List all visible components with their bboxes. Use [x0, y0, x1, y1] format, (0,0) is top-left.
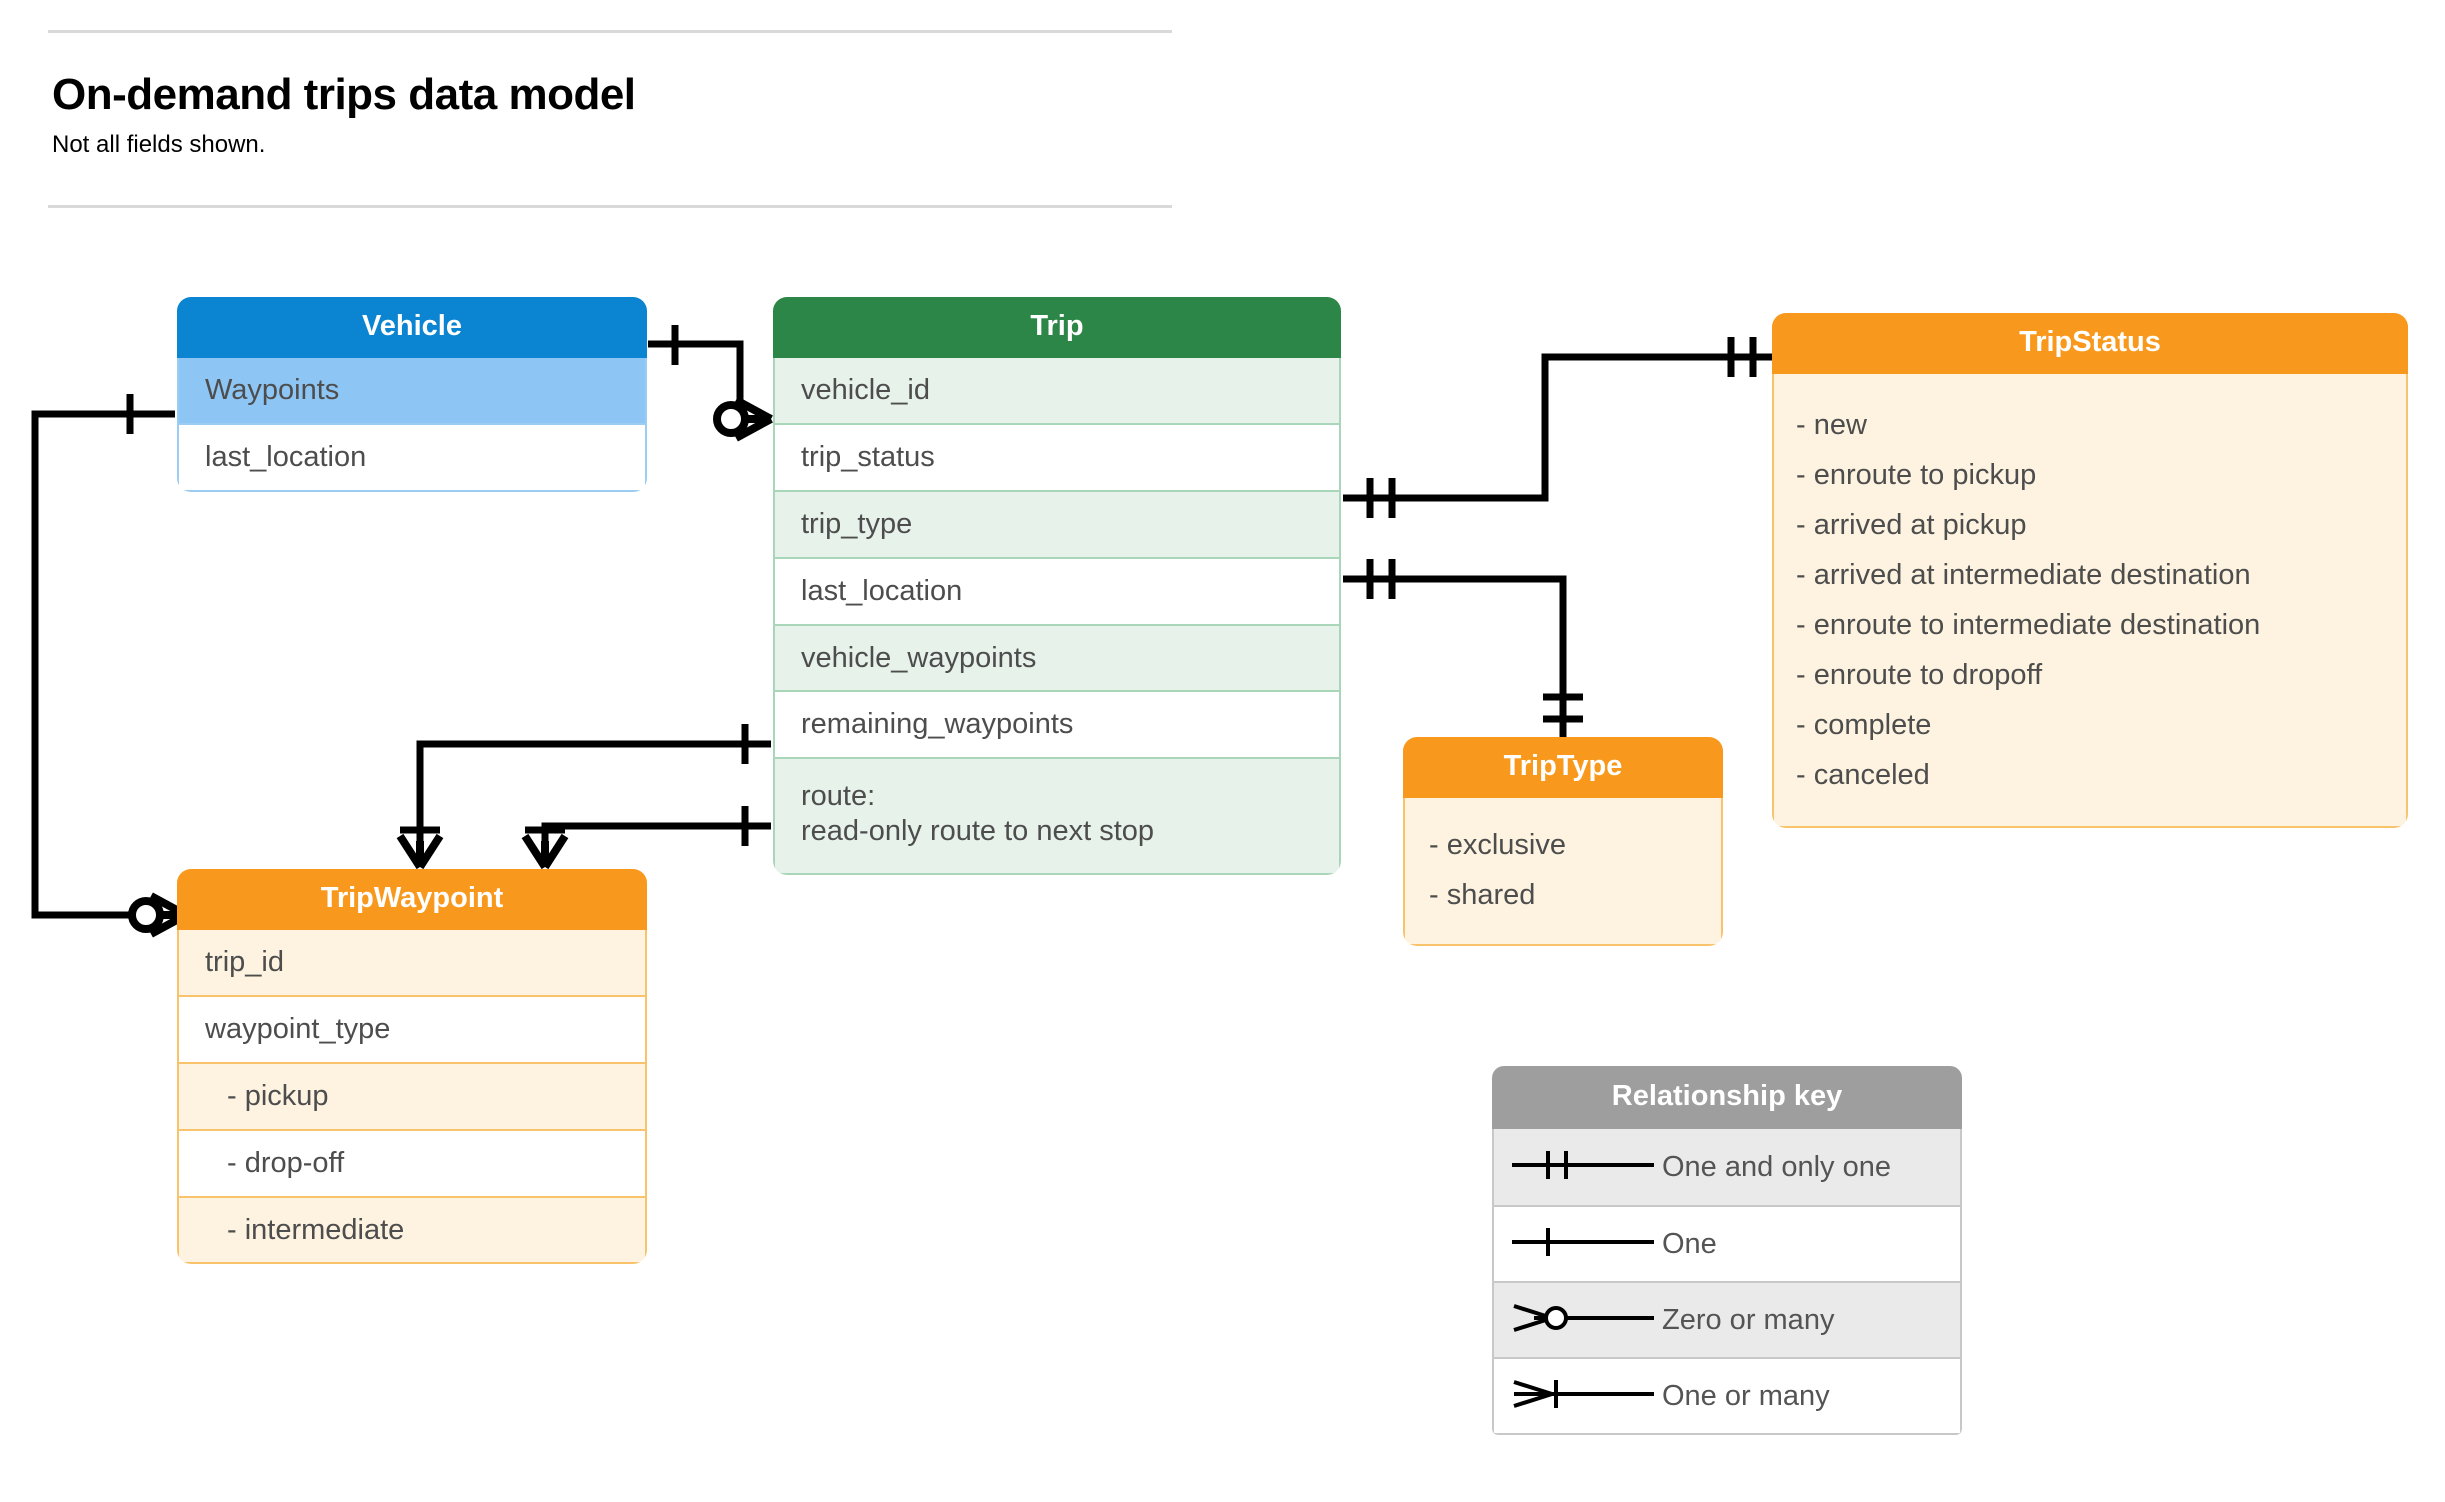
entity-trip[interactable]: Trip vehicle_id trip_status trip_type la… — [773, 297, 1341, 875]
field-tripwaypoint-trip-id[interactable]: trip_id — [179, 930, 645, 996]
waypoint-type-drop-off: - drop-off — [179, 1128, 645, 1196]
tripstatus-value: - enroute to dropoff — [1796, 659, 2043, 692]
entity-tripwaypoint-title: TripWaypoint — [177, 869, 647, 931]
entity-tripstatus-title: TripStatus — [1772, 313, 2408, 375]
entity-trip-body: vehicle_id trip_status trip_type last_lo… — [773, 358, 1341, 875]
tripstatus-value: - canceled — [1796, 759, 1930, 792]
tripstatus-value: - complete — [1796, 709, 1932, 742]
legend-item-one-and-only-one: One and only one — [1494, 1129, 1960, 1205]
legend-label: Zero or many — [1662, 1303, 1835, 1336]
page-subtitle: Not all fields shown. — [52, 131, 266, 159]
tripstatus-value: - enroute to pickup — [1796, 459, 2037, 492]
field-trip-vehicle-waypoints[interactable]: vehicle_waypoints — [775, 623, 1339, 691]
field-vehicle-waypoints[interactable]: Waypoints — [179, 358, 645, 424]
field-trip-vehicle-id[interactable]: vehicle_id — [775, 358, 1339, 424]
line-trip-type — [1343, 575, 1567, 737]
header-divider-bottom — [48, 205, 1172, 208]
legend-item-one-or-many: One or many — [1494, 1357, 1960, 1433]
entity-tripstatus-body: - new - enroute to pickup - arrived at p… — [1772, 374, 2408, 829]
field-trip-route-label: route: — [801, 780, 876, 813]
field-trip-trip-status[interactable]: trip_status — [775, 423, 1339, 490]
entity-tripwaypoint-body: trip_id waypoint_type - pickup - drop-of… — [177, 930, 647, 1265]
zero-or-many-icon — [1494, 1298, 1662, 1343]
waypoint-type-intermediate: - intermediate — [179, 1195, 645, 1263]
entity-tripwaypoint[interactable]: TripWaypoint trip_id waypoint_type - pic… — [177, 869, 647, 1265]
legend-item-zero-or-many: Zero or many — [1494, 1281, 1960, 1357]
triptype-value: - exclusive — [1429, 829, 1566, 862]
entity-vehicle[interactable]: Vehicle Waypoints last_location — [177, 297, 647, 492]
line-vehicle-waypoints-to-tripwaypoint — [31, 410, 175, 919]
one-and-only-one-icon — [1494, 1145, 1662, 1190]
legend-label: One — [1662, 1227, 1717, 1260]
legend-title: Relationship key — [1492, 1066, 1962, 1129]
field-tripwaypoint-waypoint-type[interactable]: waypoint_type — [179, 995, 645, 1062]
document-header: On-demand trips data model Not all field… — [48, 30, 1172, 160]
field-trip-trip-type[interactable]: trip_type — [775, 489, 1339, 557]
line-vehicle-to-trip — [648, 340, 744, 419]
entity-trip-title: Trip — [773, 297, 1341, 359]
one-or-many-icon — [1494, 1374, 1662, 1419]
header-divider-top — [48, 30, 1172, 33]
tripstatus-value: - arrived at pickup — [1796, 509, 2027, 542]
tripstatus-value: - arrived at intermediate destination — [1796, 559, 2251, 592]
field-trip-last-location[interactable]: last_location — [775, 556, 1339, 624]
line-vehicle-waypoints-row — [416, 740, 771, 865]
legend-label: One or many — [1662, 1379, 1830, 1412]
field-trip-route-detail: read-only route to next stop — [801, 814, 1155, 847]
legend-body: One and only one One — [1492, 1129, 1962, 1435]
waypoint-type-pickup: - pickup — [179, 1061, 645, 1129]
entity-triptype[interactable]: TripType - exclusive - shared — [1403, 737, 1723, 947]
entity-triptype-title: TripType — [1403, 737, 1723, 799]
entity-vehicle-title: Vehicle — [177, 297, 647, 359]
legend-label: One and only one — [1662, 1150, 1891, 1183]
entity-triptype-body: - exclusive - shared — [1403, 798, 1723, 947]
entity-vehicle-body: Waypoints last_location — [177, 358, 647, 492]
field-vehicle-last-location[interactable]: last_location — [179, 423, 645, 490]
field-trip-route[interactable]: route: read-only route to next stop — [775, 757, 1339, 873]
relationship-key-legend: Relationship key One and only one — [1492, 1066, 1962, 1435]
field-trip-remaining-waypoints[interactable]: remaining_waypoints — [775, 690, 1339, 758]
tripstatus-value: - new — [1796, 409, 1867, 442]
one-icon — [1494, 1222, 1662, 1267]
page-title: On-demand trips data model — [52, 70, 636, 119]
triptype-value: - shared — [1429, 879, 1536, 912]
line-remaining-waypoints-row — [541, 822, 771, 865]
legend-item-one: One — [1494, 1205, 1960, 1281]
tripstatus-value: - enroute to intermediate destination — [1796, 609, 2261, 642]
line-trip-status — [1343, 353, 1772, 502]
entity-tripstatus[interactable]: TripStatus - new - enroute to pickup - a… — [1772, 313, 2408, 829]
